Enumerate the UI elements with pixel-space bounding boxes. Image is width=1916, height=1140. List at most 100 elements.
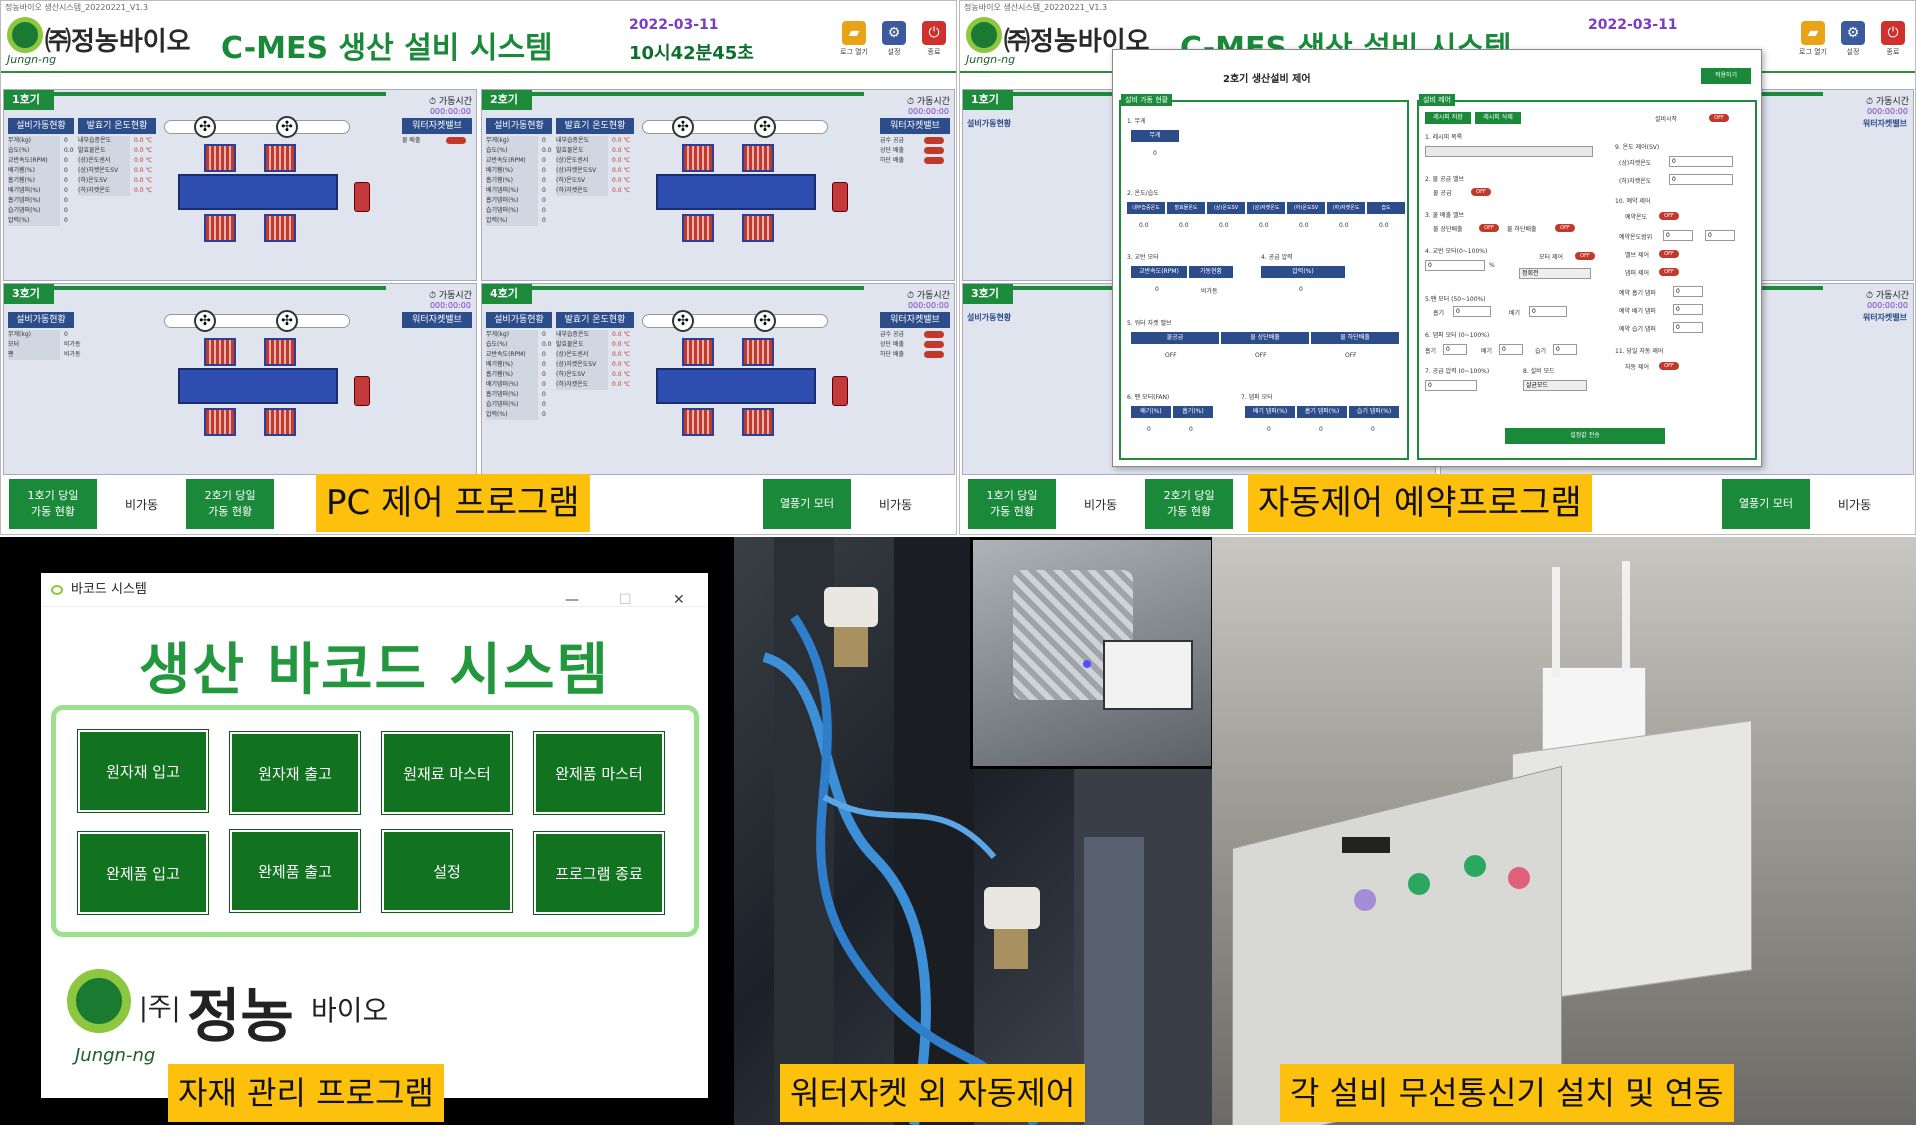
exit-program-button[interactable]: 프로그램 종료 xyxy=(533,831,665,915)
settings-button[interactable]: 설정 xyxy=(381,829,513,913)
pressure-header: 압력(%) xyxy=(1261,266,1345,278)
fermenter-diagram: ✣ ✣ xyxy=(642,116,872,276)
run-toggle[interactable]: OFF xyxy=(1709,114,1729,122)
status-row: 흡기휀(%)0 xyxy=(486,176,546,186)
upper-jacket-input[interactable]: 0 xyxy=(1669,156,1733,167)
temp-header-cell: (하)온도SV xyxy=(1287,202,1325,214)
gear-icon: ⚙ xyxy=(882,21,906,45)
close-icon[interactable]: ✕ xyxy=(673,592,685,608)
reserve-range-max[interactable]: 0 xyxy=(1705,230,1735,241)
damper-intake-label: 흡기 xyxy=(1425,348,1437,355)
damper-intake-header: 흡기 댐퍼(%) xyxy=(1297,406,1347,418)
digital-display xyxy=(1342,837,1390,853)
damper-exhaust-input[interactable]: 0 xyxy=(1499,344,1523,355)
valve-toggle[interactable] xyxy=(924,331,944,338)
valve-toggle[interactable] xyxy=(924,147,944,154)
valve-label: 5. 워터 자켓 밸브 xyxy=(1127,320,1172,327)
weight-value: 0 xyxy=(1153,150,1157,157)
exit-button[interactable]: ⏻종료 xyxy=(1879,21,1907,57)
recipe-delete-button[interactable]: 레시피 삭제 xyxy=(1475,112,1521,124)
maximize-icon[interactable]: ☐ xyxy=(619,592,632,608)
reserve-exhaust-input[interactable]: 0 xyxy=(1673,286,1703,297)
damper-humid-input[interactable]: 0 xyxy=(1553,344,1577,355)
recipe-save-button[interactable]: 레시피 저장 xyxy=(1425,112,1471,124)
send-settings-button[interactable]: 설정값 전송 xyxy=(1505,428,1665,444)
raw-material-in-button[interactable]: 원자재 입고 xyxy=(77,729,209,813)
drain-upper-toggle[interactable]: OFF xyxy=(1479,224,1499,232)
hot-air-motor-button[interactable]: 열풍기 모터 xyxy=(763,479,851,529)
status-row: 배기댐퍼(%)0 xyxy=(486,186,546,196)
valve-toggle[interactable] xyxy=(924,341,944,348)
fan-exhaust-value: 0 xyxy=(1147,426,1151,433)
valve-ctrl-toggle[interactable]: OFF xyxy=(1659,250,1679,258)
damper-ctrl-toggle[interactable]: OFF xyxy=(1659,268,1679,276)
green-lamp-2 xyxy=(1464,855,1486,877)
minimize-icon[interactable]: — xyxy=(565,592,579,608)
control-box-photo xyxy=(1212,537,1916,1125)
product-master-button[interactable]: 완제품 마스터 xyxy=(533,731,665,815)
reserve-temp-toggle[interactable]: OFF xyxy=(1659,212,1679,220)
status-row: 무게(kg)0 xyxy=(486,330,546,340)
air-duct xyxy=(642,314,828,328)
fan-icon: ✣ xyxy=(194,116,216,138)
product-in-button[interactable]: 완제품 입고 xyxy=(77,831,209,915)
settings-button[interactable]: ⚙설정 xyxy=(1839,21,1867,57)
reserve-exhaust2-input[interactable]: 0 xyxy=(1673,304,1703,315)
valve-toggle[interactable] xyxy=(924,351,944,358)
lower-jacket-input[interactable]: 0 xyxy=(1669,174,1733,185)
valve-toggle[interactable] xyxy=(924,157,944,164)
fermenter-diagram: ✣ ✣ xyxy=(164,310,394,470)
auto-toggle[interactable]: OFF xyxy=(1659,362,1679,370)
logo-mark-icon xyxy=(7,17,43,53)
date-display: 2022-03-11 xyxy=(1588,17,1678,33)
power-icon: ⏻ xyxy=(1881,21,1905,45)
unit1-daily-status: 비가동 xyxy=(1084,497,1118,512)
log-open-button[interactable]: ▰로그 열기 xyxy=(1799,21,1827,57)
product-out-button[interactable]: 완제품 출고 xyxy=(229,829,361,913)
water-supply-label: 2. 물 공급 밸브 xyxy=(1425,176,1465,183)
direction-select[interactable]: 정회전 xyxy=(1519,268,1591,279)
mode-select[interactable]: 살균모드 xyxy=(1523,380,1587,391)
water-tank-icon xyxy=(832,182,848,212)
recipe-select[interactable] xyxy=(1425,146,1593,157)
log-open-button[interactable]: ▰로그 열기 xyxy=(840,21,868,57)
status-header: 설비가동현황 xyxy=(8,118,74,134)
apply-button[interactable]: 적용하기 xyxy=(1701,68,1751,84)
drain-lower-toggle[interactable]: OFF xyxy=(1555,224,1575,232)
damper-motor-label: 6. 댐퍼 모터 (0~100%) xyxy=(1425,332,1490,339)
valve-toggle[interactable] xyxy=(446,137,466,144)
motor-ctrl-toggle[interactable]: OFF xyxy=(1575,252,1595,260)
settings-button[interactable]: ⚙설정 xyxy=(880,21,908,57)
raw-material-out-button[interactable]: 원자재 출고 xyxy=(229,731,361,815)
fan-intake-input[interactable]: 0 xyxy=(1453,306,1491,317)
raw-material-master-button[interactable]: 원재료 마스터 xyxy=(381,731,513,815)
heater-icon xyxy=(682,338,714,366)
pct-label: % xyxy=(1489,262,1495,269)
heater-icon xyxy=(682,144,714,172)
caption-pc-control: PC 제어 프로그램 xyxy=(316,474,590,532)
unit-tab: 1호기 xyxy=(4,90,54,110)
status-row: 습도(%)0.0 xyxy=(486,340,552,350)
damper-intake-input[interactable]: 0 xyxy=(1443,344,1467,355)
supply-pressure-input[interactable]: 0 xyxy=(1425,380,1477,391)
water-supply-toggle[interactable]: OFF xyxy=(1471,188,1491,196)
reserve-range-min[interactable]: 0 xyxy=(1663,230,1693,241)
reserve-humid-input[interactable]: 0 xyxy=(1673,322,1703,333)
valve-toggle[interactable] xyxy=(924,137,944,144)
damper-label: 7. 댐퍼 모터 xyxy=(1241,394,1273,401)
mix-motor-input[interactable]: 0 xyxy=(1425,260,1485,271)
exit-button[interactable]: ⏻종료 xyxy=(920,21,948,57)
hot-air-motor-button[interactable]: 열풍기 모터 xyxy=(1722,479,1810,529)
fan-exhaust-input[interactable]: 0 xyxy=(1529,306,1567,317)
